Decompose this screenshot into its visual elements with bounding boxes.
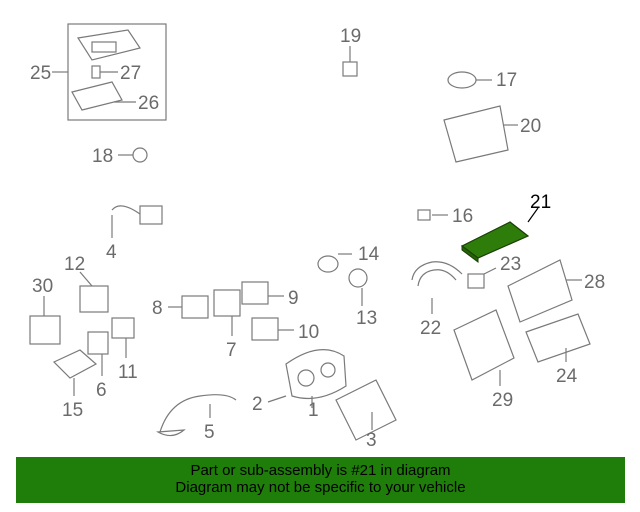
part-28 <box>507 259 582 323</box>
callout-4: 4 <box>106 242 117 263</box>
part-3 <box>335 379 397 441</box>
part-11 <box>111 317 135 358</box>
parts-diagram: 1 2 3 4 5 6 7 8 9 10 11 12 13 14 15 16 1… <box>29 23 605 451</box>
callout-23: 23 <box>500 254 521 275</box>
callout-5: 5 <box>204 422 215 443</box>
callout-7: 7 <box>226 340 237 361</box>
callout-24: 24 <box>556 366 578 387</box>
callout-14: 14 <box>358 244 380 265</box>
banner-line-1: Part or sub-assembly is #21 in diagram <box>190 462 451 479</box>
callout-1: 1 <box>308 400 319 421</box>
banner-line-2: Diagram may not be specific to your vehi… <box>175 479 466 496</box>
part-20 <box>443 105 518 163</box>
part-12 <box>79 271 109 313</box>
callout-6: 6 <box>96 380 107 401</box>
callout-25: 25 <box>30 63 51 84</box>
info-banner: Part or sub-assembly is #21 in diagram D… <box>16 457 625 503</box>
part-4 <box>111 205 163 238</box>
part-1 <box>267 349 347 408</box>
part-5 <box>156 394 237 437</box>
part-14-13 <box>317 253 368 306</box>
callout-17: 17 <box>496 70 517 91</box>
callout-8: 8 <box>152 298 163 319</box>
part-16 <box>417 209 448 221</box>
callout-22: 22 <box>420 318 441 339</box>
callout-27: 27 <box>120 63 141 84</box>
callout-21: 21 <box>530 192 551 213</box>
part-19 <box>342 46 358 77</box>
callout-9: 9 <box>288 288 299 309</box>
callout-13: 13 <box>356 308 377 329</box>
callout-19: 19 <box>340 26 361 47</box>
part-21-highlighted <box>460 207 539 263</box>
part-17 <box>447 71 492 89</box>
part-group-25 <box>52 23 167 121</box>
part-24 <box>525 313 591 363</box>
callout-16: 16 <box>452 206 473 227</box>
callout-28: 28 <box>584 272 605 293</box>
part-29 <box>453 309 515 386</box>
callout-3: 3 <box>366 430 377 451</box>
callout-26: 26 <box>138 93 159 114</box>
part-6 <box>87 331 109 376</box>
part-30 <box>29 296 61 345</box>
callout-29: 29 <box>492 390 513 411</box>
part-18 <box>118 147 148 163</box>
part-15 <box>52 349 98 396</box>
callout-10: 10 <box>298 322 319 343</box>
callout-15: 15 <box>62 400 83 421</box>
callout-18: 18 <box>92 146 113 167</box>
callout-12: 12 <box>64 254 85 275</box>
callout-2: 2 <box>252 394 263 415</box>
part-8-7-9-10 <box>168 281 294 341</box>
part-22 <box>411 261 463 314</box>
callout-30: 30 <box>32 276 53 297</box>
part-23 <box>467 267 497 289</box>
callout-11: 11 <box>118 362 138 383</box>
callout-20: 20 <box>520 116 541 137</box>
